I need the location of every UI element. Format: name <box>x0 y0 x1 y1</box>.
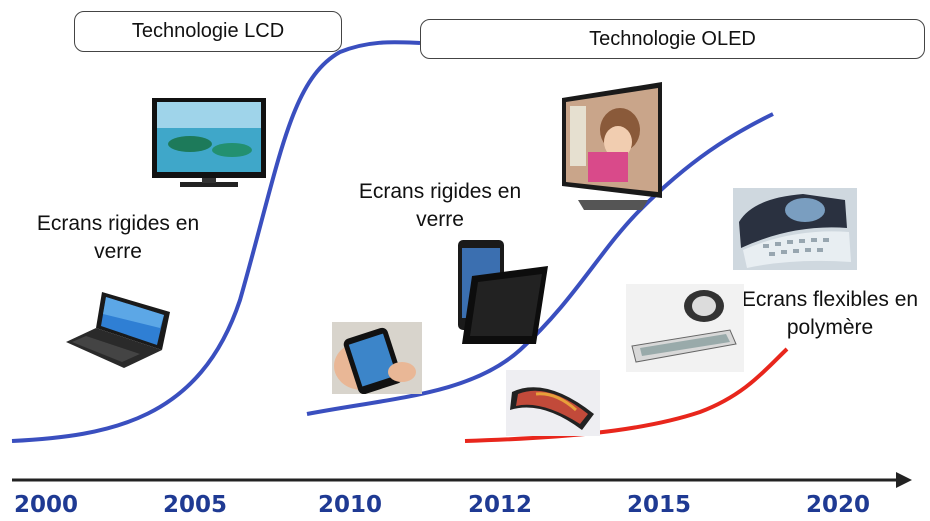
lcd-caption: Ecrans rigides en verre <box>18 210 218 267</box>
year-label: 2020 <box>806 492 871 518</box>
flexible-curve <box>464 347 789 443</box>
year-label: 2012 <box>468 492 533 518</box>
flexible-caption: Ecrans flexibles en polymère <box>735 286 925 343</box>
lcd-technology-label: Technologie LCD <box>74 11 342 52</box>
laptop-image <box>66 292 170 368</box>
year-label: 2005 <box>163 492 228 518</box>
curved-phone-image <box>506 370 600 436</box>
year-label: 2015 <box>627 492 692 518</box>
rollable-display-image <box>626 284 744 372</box>
timeline-arrowhead <box>896 472 912 488</box>
oled-curve <box>306 112 774 416</box>
oled-tv-image <box>562 82 662 210</box>
flexible-caption-line-2: polymère <box>786 316 874 340</box>
flexible-caption-line-1: Ecrans flexibles en <box>741 288 919 311</box>
lcd-curve <box>11 40 421 443</box>
year-label: 2010 <box>318 492 383 518</box>
oled-caption-line-1: Ecrans rigides en <box>358 180 522 203</box>
lcd-caption-line-1: Ecrans rigides en <box>36 212 200 235</box>
lcd-caption-line-2: verre <box>94 240 142 264</box>
smartphone-in-hand-image <box>332 322 422 394</box>
oled-caption: Ecrans rigides en verre <box>340 178 540 235</box>
bendable-tablet-image <box>733 188 857 270</box>
oled-caption-line-2: verre <box>416 208 464 232</box>
phone-case-image <box>458 240 548 344</box>
oled-technology-label: Technologie OLED <box>420 19 925 59</box>
year-label: 2000 <box>14 492 79 518</box>
lcd-tv-image <box>152 98 266 187</box>
